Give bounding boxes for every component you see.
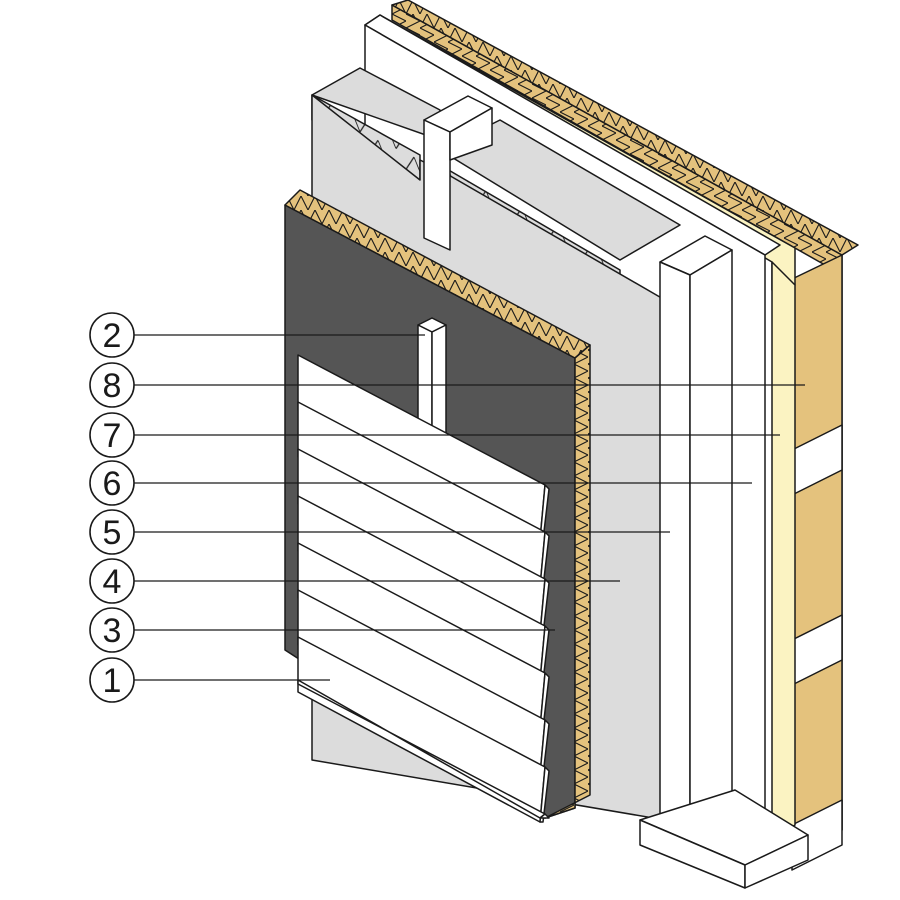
callout-1: 1: [89, 657, 330, 703]
callout-number: 7: [103, 417, 122, 455]
lap-siding-1: [297, 354, 550, 823]
callout-number: 1: [103, 662, 122, 700]
callout-8: 8: [89, 362, 805, 408]
callout-number: 2: [103, 317, 122, 355]
callout-circle: [89, 412, 135, 458]
rear-osb-panel: [391, 0, 859, 871]
callout-2: 2: [89, 312, 425, 358]
callout-4: 4: [89, 558, 620, 604]
callout-circle: [89, 509, 135, 555]
siding-board: [297, 636, 550, 823]
timber-stud-5: [659, 235, 733, 836]
callouts: 2 8 7 6 5 4 3 1: [89, 312, 805, 703]
siding-board: [297, 679, 550, 819]
callout-circle: [89, 362, 135, 408]
callout-circle: [89, 657, 135, 703]
callout-circle: [89, 460, 135, 506]
callout-circle: [89, 607, 135, 653]
bottom-plate: [639, 789, 809, 889]
callout-6: 6: [89, 460, 752, 506]
callout-number: 6: [103, 465, 122, 503]
callout-number: 5: [103, 514, 122, 552]
callout-3: 3: [89, 607, 555, 653]
callout-number: 3: [103, 612, 122, 650]
callout-circle: [89, 558, 135, 604]
callout-number: 4: [103, 563, 122, 601]
callout-5: 5: [89, 509, 670, 555]
callout-circle: [89, 312, 135, 358]
callout-number: 8: [103, 367, 122, 405]
vertical-batten-2: [423, 95, 493, 251]
callout-7: 7: [89, 412, 780, 458]
